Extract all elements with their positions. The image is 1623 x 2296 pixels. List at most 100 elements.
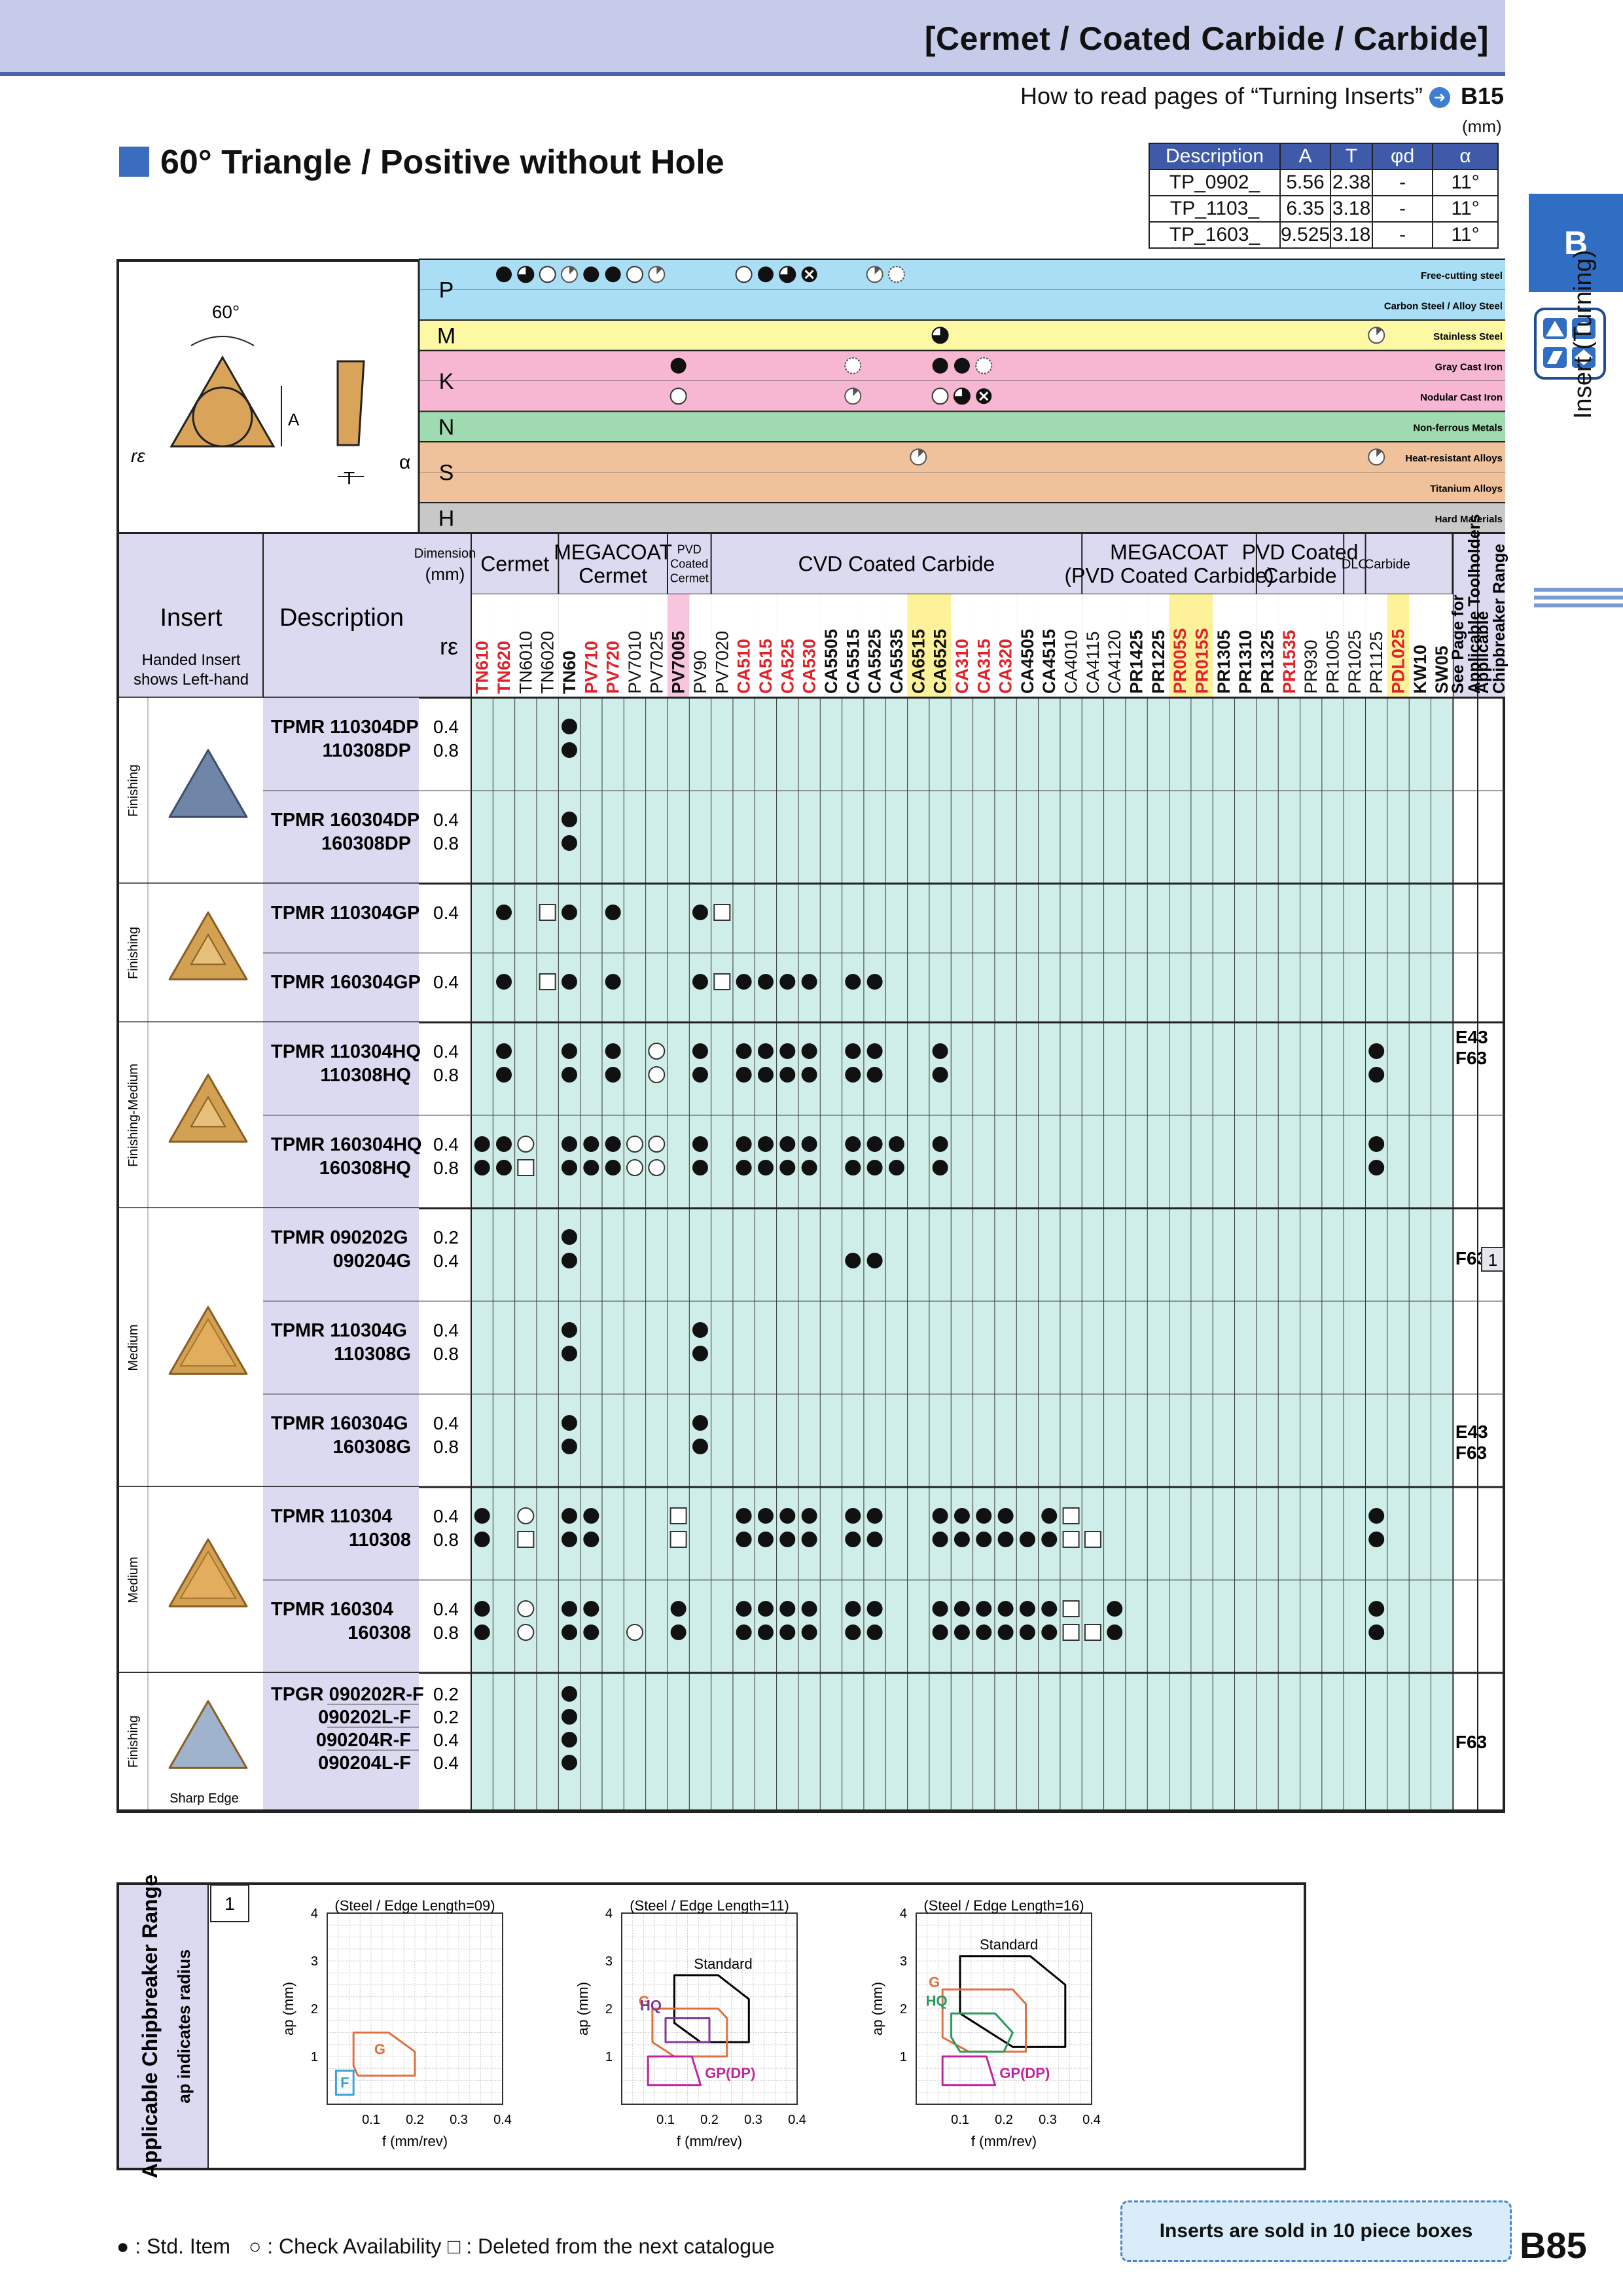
grade-group-label: PVD Coated [1242,540,1359,564]
page-title: 60° Triangle / Positive without Hole [160,143,724,181]
filled-circle-icon [845,1253,861,1268]
grade-label-bg [536,594,559,698]
grade-label-pr005s: PR005S [1170,628,1190,694]
side-decor-lines [1534,588,1623,611]
filled-circle-icon [932,1532,948,1547]
insert-model-name: TPMR 110304G [271,1320,407,1341]
grade-column-bg [580,698,602,1810]
filled-circle-icon [1019,1532,1035,1547]
filled-circle-icon [692,1043,708,1059]
grade-label-bg [907,594,929,698]
grade-column-bg [1103,698,1126,1810]
filled-circle-icon [779,974,796,990]
open-circle-icon: ○ [249,2234,262,2258]
nose-radius-value: 0.4 [433,1753,459,1773]
filled-circle-icon [561,1601,577,1617]
grade-label-pr1535: PR1535 [1279,630,1299,694]
page-number: B85 [1520,2225,1587,2266]
filled-circle-icon [757,266,774,283]
filled-circle-icon [583,1532,599,1547]
grade-label-ca310: CA310 [952,639,972,694]
x-tick-label: 0.4 [1082,2113,1101,2127]
chart-index: 1 [224,1893,235,1914]
grade-label-bg [1431,594,1453,698]
y-tick-label: 2 [900,2002,907,2017]
machining-category-label: Finishing [126,764,141,817]
filled-circle-icon [561,812,577,827]
nose-radius-value: 0.4 [433,972,459,992]
insert-model-name: TPMR 160304G [271,1413,408,1434]
chipbreaker-region-hq [664,2017,711,2043]
dimension-header: Dimension [414,547,476,561]
chipbreaker-region-gpdp [647,2055,702,2087]
insert-triangle [168,1700,248,1769]
dims-col-t: T [1330,143,1374,170]
filled-circle-icon [495,905,512,920]
grade-label-pr1125: PR1125 [1366,631,1386,694]
grade-column-bg [1038,698,1060,1810]
material-name-s: Titanium Alloys [1430,484,1503,495]
filled-circle-icon [495,266,512,283]
grade-group-label: (PVD Coated Carbide) [1064,564,1274,587]
dims-col-alpha: α [1432,143,1499,170]
grade-column-bg [907,698,929,1810]
toolholder-page-ref: F63 [1455,1732,1487,1752]
grade-label-pv7010: PV7010 [625,631,645,694]
insert-photo-sharp [168,1700,248,1769]
howto-link[interactable]: How to read pages of “Turning Inserts” ➜… [1020,82,1504,110]
grade-label-bg [755,594,777,698]
grade-column-bg [601,698,624,1810]
grade-group-label: MEGACOAT [554,540,672,564]
legend-deleted-text: : Deleted from the next catalogue [466,2234,775,2258]
y-tick-label: 1 [900,2050,907,2064]
catalog-category-title: [Cermet / Coated Carbide / Carbide] [924,20,1489,57]
filled-circle-icon [583,1160,599,1175]
grade-group-label: Coated [670,558,708,571]
grade-label-bg [776,594,798,698]
grade-label-pv90: PV90 [690,651,710,694]
insert-header: Insert [160,604,222,632]
filled-circle-icon [1368,1043,1385,1059]
grade-label-ca5505: CA5505 [821,629,841,694]
material-name-n: Non-ferrous Metals [1413,423,1503,434]
material-name-p: Carbon Steel / Alloy Steel [1384,301,1503,312]
filled-circle-icon [757,974,774,990]
filled-circle-icon [866,1532,883,1547]
insert-model-name: 110308G [334,1344,411,1365]
grade-column-bg [1082,698,1104,1810]
chipbreaker-header-2: Chipbreaker Range [1490,544,1508,694]
grade-label-bg [1344,594,1366,698]
material-row-bg [419,442,1505,473]
grade-column-bg [1256,698,1279,1810]
filled-circle-icon [757,1508,774,1524]
filled-circle-icon [954,1508,970,1524]
cross-mark [804,270,814,279]
grade-label-ca515: CA515 [756,639,776,694]
filled-circle-icon [561,719,577,734]
filled-circle-icon [779,1601,796,1617]
material-row-bg [419,503,1505,533]
material-code-k: K [439,369,454,394]
grade-label-ca6525: CA6525 [931,629,950,694]
dims-cell: 3.18 [1330,195,1374,223]
chipbreaker-region-g [941,1988,1027,2053]
filled-circle-icon [845,1160,861,1175]
open-circle-icon [626,266,643,283]
insert-model-name: TPMR 160304 [271,1599,393,1620]
grade-label-kw10: KW10 [1410,645,1430,694]
x-tick-label: 0.4 [788,2113,806,2127]
x-tick-label: 0.2 [995,2113,1013,2127]
open-circle-icon [517,1136,535,1153]
filled-circle-icon [561,1322,577,1338]
nose-radius-value: 0.4 [433,1134,459,1155]
filled-circle-icon [561,1043,577,1059]
grade-column-bg [755,698,777,1810]
filled-circle-icon [866,1253,883,1268]
grade-label-bg [493,594,515,698]
grade-column-bg [1147,698,1169,1810]
x-tick-label: 0.1 [362,2113,380,2127]
section-tab[interactable]: B [1529,194,1623,292]
chart-side-panel [119,1885,208,2168]
